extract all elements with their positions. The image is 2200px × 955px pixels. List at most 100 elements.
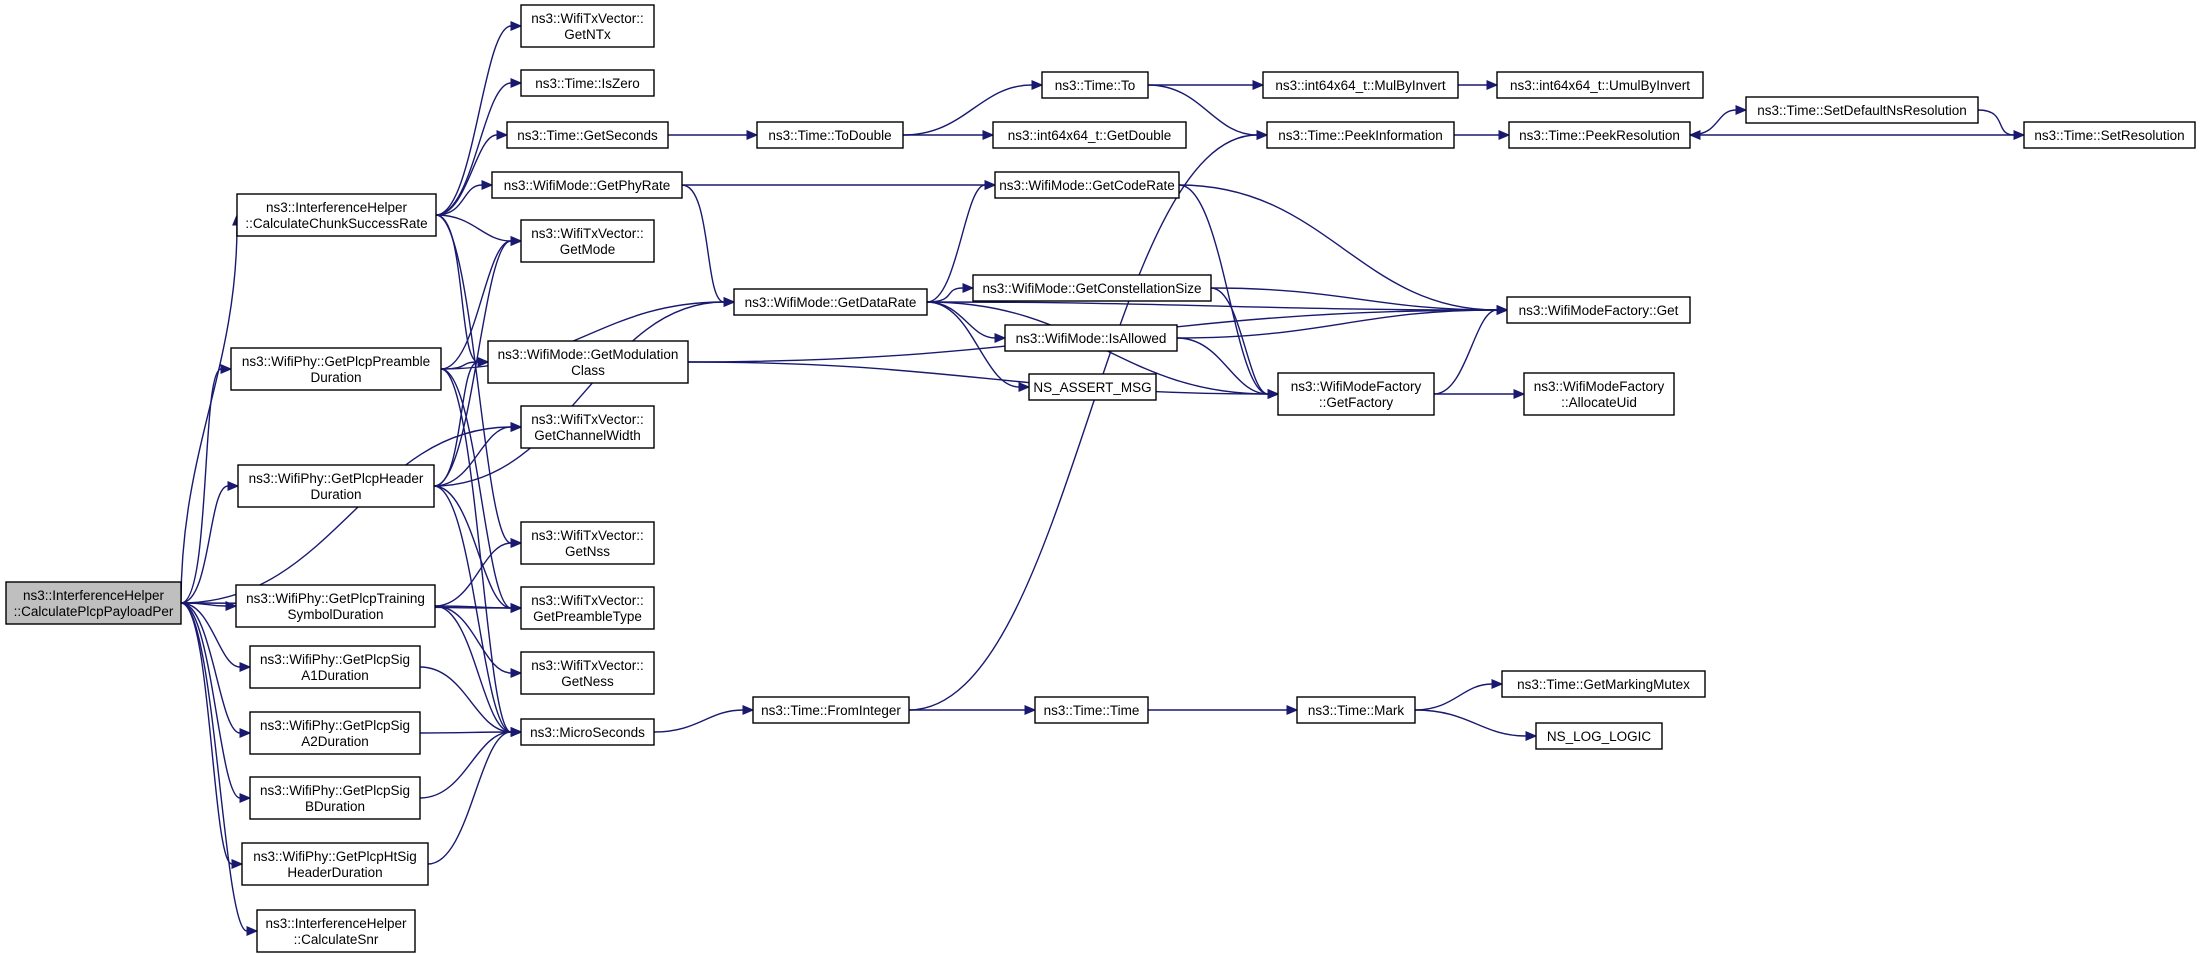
node-box[interactable] (520, 69, 655, 97)
node-box[interactable] (520, 405, 655, 449)
node-box[interactable] (1535, 722, 1663, 750)
node-box[interactable] (235, 584, 436, 628)
node-fromInteger[interactable]: ns3::Time::FromInteger (752, 696, 910, 724)
node-box[interactable] (520, 219, 655, 263)
node-calcChunk[interactable]: ns3::InterferenceHelper::CalculateChunkS… (236, 193, 437, 237)
node-nsLogLogic[interactable]: NS_LOG_LOGIC (1535, 722, 1663, 750)
node-box[interactable] (249, 645, 421, 689)
node-nsAssertMsg[interactable]: NS_ASSERT_MSG (1028, 373, 1157, 401)
node-calcPer[interactable]: ns3::InterferenceHelper::CalculatePlcpPa… (5, 581, 182, 625)
node-label: ns3::WifiPhy::GetPlcpSig (260, 652, 410, 667)
node-box[interactable] (1277, 372, 1435, 416)
node-peekRes[interactable]: ns3::Time::PeekResolution (1508, 121, 1691, 149)
node-box[interactable] (5, 581, 182, 625)
node-box[interactable] (237, 464, 435, 508)
node-getNss[interactable]: ns3::WifiTxVector::GetNss (520, 521, 655, 565)
node-mulByInvert[interactable]: ns3::int64x64_t::MulByInvert (1262, 71, 1459, 99)
node-box[interactable] (1004, 324, 1178, 352)
node-box[interactable] (506, 121, 669, 149)
node-factoryGet[interactable]: ns3::WifiModeFactory::Get (1506, 296, 1691, 324)
node-box[interactable] (230, 347, 442, 391)
node-getSeconds[interactable]: ns3::Time::GetSeconds (506, 121, 669, 149)
node-box[interactable] (1501, 670, 1706, 698)
node-isAllowed[interactable]: ns3::WifiMode::IsAllowed (1004, 324, 1178, 352)
node-box[interactable] (236, 193, 437, 237)
node-box[interactable] (1262, 71, 1459, 99)
node-box[interactable] (256, 909, 416, 953)
node-getMode[interactable]: ns3::WifiTxVector::GetMode (520, 219, 655, 263)
edge-line (180, 224, 238, 604)
node-getMarkMutex[interactable]: ns3::Time::GetMarkingMutex (1501, 670, 1706, 698)
node-toDouble[interactable]: ns3::Time::ToDouble (756, 121, 904, 149)
node-box[interactable] (752, 696, 910, 724)
node-peekInfo[interactable]: ns3::Time::PeekInformation (1266, 121, 1455, 149)
node-box[interactable] (1523, 372, 1675, 416)
edge-line (433, 301, 725, 487)
node-box[interactable] (520, 586, 655, 630)
node-box[interactable] (249, 776, 421, 820)
node-box[interactable] (1506, 296, 1691, 324)
node-box[interactable] (1266, 121, 1455, 149)
edge-getDataRate-to-getCodeRate (926, 180, 997, 303)
node-box[interactable] (2023, 121, 2196, 149)
node-label: ::CalculateSnr (294, 932, 379, 947)
node-box[interactable] (972, 274, 1212, 302)
node-box[interactable] (520, 651, 655, 695)
node-box[interactable] (733, 288, 928, 316)
arrowhead (510, 727, 523, 737)
node-label: ns3::Time::ToDouble (768, 128, 891, 143)
node-microSeconds[interactable]: ns3::MicroSeconds (520, 718, 655, 746)
node-timeMark[interactable]: ns3::Time::Mark (1296, 696, 1416, 724)
node-getConstSize[interactable]: ns3::WifiMode::GetConstellationSize (972, 274, 1212, 302)
node-allocUid[interactable]: ns3::WifiModeFactory::AllocateUid (1523, 372, 1675, 416)
node-box[interactable] (487, 340, 689, 384)
node-box[interactable] (756, 121, 904, 149)
node-getNess[interactable]: ns3::WifiTxVector::GetNess (520, 651, 655, 695)
edge-line (908, 134, 1258, 711)
node-box[interactable] (1296, 696, 1416, 724)
node-label: ::CalculatePlcpPayloadPer (14, 604, 174, 619)
node-timeTo[interactable]: ns3::Time::To (1041, 71, 1149, 99)
node-box[interactable] (520, 521, 655, 565)
edge-getModClass-to-getFactory (687, 361, 1280, 399)
arrowhead (510, 538, 523, 548)
node-box[interactable] (1508, 121, 1691, 149)
node-trainingDur[interactable]: ns3::WifiPhy::GetPlcpTrainingSymbolDurat… (235, 584, 436, 628)
node-calcSnr[interactable]: ns3::InterferenceHelper::CalculateSnr (256, 909, 416, 953)
edge-line (180, 426, 512, 604)
node-int64GetDouble[interactable]: ns3::int64x64_t::GetDouble (992, 121, 1187, 149)
node-box[interactable] (520, 4, 655, 48)
node-box[interactable] (1496, 71, 1704, 99)
node-setDefNsRes[interactable]: ns3::Time::SetDefaultNsResolution (1745, 96, 1979, 124)
node-box[interactable] (249, 711, 421, 755)
node-box[interactable] (241, 842, 429, 886)
node-box[interactable] (520, 718, 655, 746)
node-box[interactable] (1745, 96, 1979, 124)
node-box[interactable] (994, 171, 1180, 199)
node-getPhyRate[interactable]: ns3::WifiMode::GetPhyRate (491, 171, 683, 199)
arrowhead (982, 130, 995, 140)
node-getNTx[interactable]: ns3::WifiTxVector::GetNTx (520, 4, 655, 48)
node-getCodeRate[interactable]: ns3::WifiMode::GetCodeRate (994, 171, 1180, 199)
node-box[interactable] (491, 171, 683, 199)
node-umulByInvert[interactable]: ns3::int64x64_t::UmulByInvert (1496, 71, 1704, 99)
node-getPreambleType[interactable]: ns3::WifiTxVector::GetPreambleType (520, 586, 655, 630)
node-box[interactable] (992, 121, 1187, 149)
node-getChanWidth[interactable]: ns3::WifiTxVector::GetChannelWidth (520, 405, 655, 449)
node-isZero[interactable]: ns3::Time::IsZero (520, 69, 655, 97)
node-getDataRate[interactable]: ns3::WifiMode::GetDataRate (733, 288, 928, 316)
node-timeTime[interactable]: ns3::Time::Time (1034, 696, 1149, 724)
node-box[interactable] (1034, 696, 1149, 724)
node-box[interactable] (1028, 373, 1157, 401)
node-getFactory[interactable]: ns3::WifiModeFactory::GetFactory (1277, 372, 1435, 416)
node-box[interactable] (1041, 71, 1149, 99)
node-setRes[interactable]: ns3::Time::SetResolution (2023, 121, 2196, 149)
node-label: GetMode (560, 242, 616, 257)
